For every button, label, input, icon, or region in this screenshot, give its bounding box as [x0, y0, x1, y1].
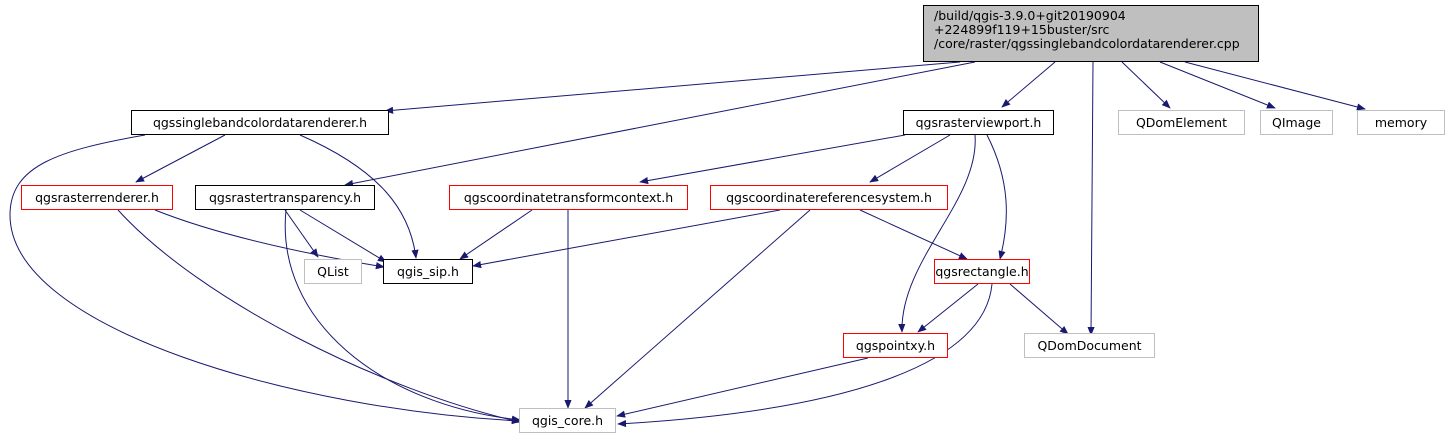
edge-root-qimage — [1159, 61, 1276, 109]
node-qdomelement: QDomElement — [1118, 110, 1245, 135]
edge-transparency-core — [284, 209, 521, 423]
edge-crs-core — [584, 209, 811, 409]
node-qgis-core-h: qgis_core.h — [519, 408, 616, 433]
edge-root-memory — [1184, 61, 1366, 111]
node-qgsrasterrenderer-h[interactable]: qgsrasterrenderer.h — [21, 185, 173, 210]
edge-transparency-qlist — [284, 209, 319, 258]
edge-rectangle-pointxy — [917, 283, 979, 333]
edge-rectangle-core — [617, 283, 993, 428]
root-path-line-3: /core/raster/qgssinglebandcolordatarende… — [934, 36, 1240, 51]
edge-viewport-pointxy — [898, 134, 976, 333]
edge-root-singleband — [384, 61, 961, 114]
edge-rasterrenderer-core — [117, 209, 521, 424]
edge-crs-sip — [472, 209, 781, 269]
edge-pointxy-core — [616, 357, 869, 418]
node-qgscoordinatereferencesystem-h[interactable]: qgscoordinatereferencesystem.h — [710, 185, 948, 210]
edge-root-transparency — [344, 61, 976, 187]
edge-singleband-rasterrenderer — [135, 134, 226, 183]
node-qgssinglebandcolordatarenderer-h[interactable]: qgssinglebandcolordatarenderer.h — [131, 110, 389, 135]
edge-root-viewport — [1001, 61, 1056, 108]
edge-viewport-ctcontext — [639, 134, 906, 185]
node-qgspointxy-h[interactable]: qgspointxy.h — [843, 333, 948, 358]
node-qlist: QList — [304, 259, 362, 284]
root-file-node[interactable]: /build/qgis-3.9.0+git20190904 +224899f11… — [923, 5, 1259, 62]
edge-singleband-core — [9, 134, 521, 425]
node-qgsrastertransparency-h[interactable]: qgsrastertransparency.h — [195, 185, 375, 210]
node-qimage: QImage — [1260, 110, 1333, 135]
node-qdomdocument: QDomDocument — [1024, 333, 1155, 358]
edge-singleband-sip — [299, 134, 419, 259]
node-qgis-sip-h[interactable]: qgis_sip.h — [383, 259, 473, 284]
edge-ctcontext-sip — [459, 209, 533, 260]
edge-crs-rectangle — [859, 209, 968, 260]
root-path-line-2: +224899f119+15buster/src — [934, 22, 1110, 37]
edge-root-qdomdocument — [1087, 61, 1095, 336]
edge-viewport-crs — [869, 134, 951, 183]
node-memory: memory — [1357, 110, 1445, 135]
node-qgsrasterviewport-h[interactable]: qgsrasterviewport.h — [903, 110, 1054, 135]
root-path-line-1: /build/qgis-3.9.0+git20190904 — [934, 8, 1126, 23]
node-qgsrectangle-h[interactable]: qgsrectangle.h — [934, 259, 1030, 284]
edge-rectangle-qdomdocument — [1009, 283, 1069, 335]
node-qgscoordinatetransformcontext-h[interactable]: qgscoordinatetransformcontext.h — [449, 185, 688, 210]
edge-transparency-sip — [299, 209, 387, 263]
edge-root-qdomelement — [1121, 61, 1171, 109]
edge-viewport-rectangle — [986, 134, 1007, 260]
